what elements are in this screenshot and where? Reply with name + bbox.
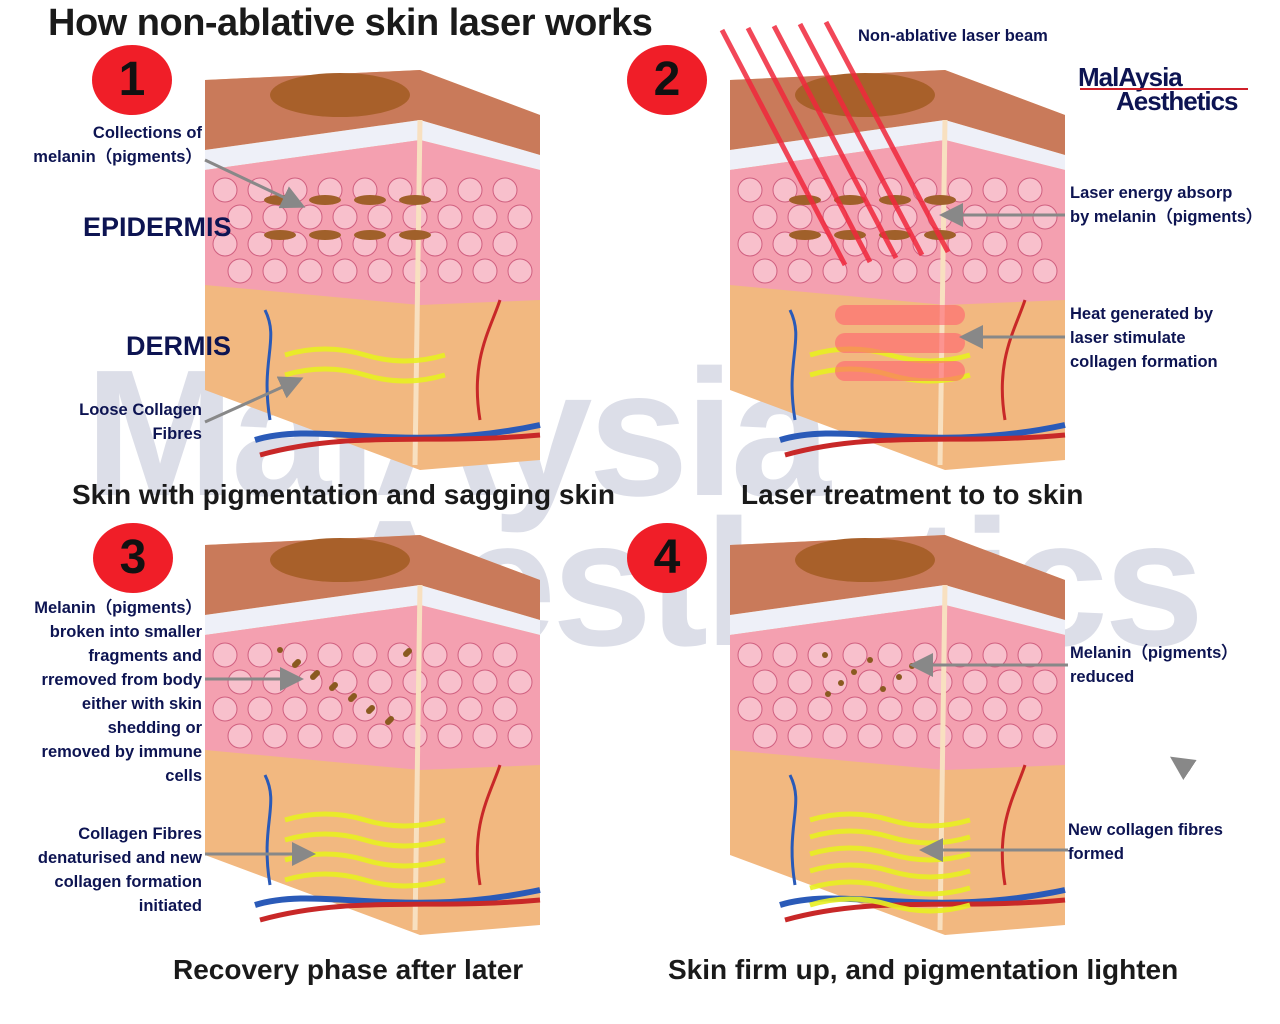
skin-block-panel-3 <box>205 535 541 935</box>
pigment-spot <box>795 538 935 582</box>
caption-panel-1: Skin with pigmentation and sagging skin <box>72 479 615 510</box>
collagen-fibre <box>284 811 446 829</box>
skin-block-panel-1 <box>205 70 541 470</box>
label-melanin-reduced: Melanin（pigments）reduced <box>1070 644 1238 686</box>
step-badge-2: 2 <box>627 45 707 115</box>
page-title: How non-ablative skin laser works <box>48 2 653 44</box>
collagen-fibre <box>809 828 971 846</box>
collagen-fibre <box>284 871 446 889</box>
collagen-fibre <box>284 346 446 364</box>
pigment-spot <box>270 73 410 117</box>
pigment-spot <box>270 538 410 582</box>
step-badge-1: 1 <box>92 45 172 115</box>
collagen-fibre <box>809 879 971 897</box>
laser-beams <box>719 20 951 267</box>
brand-logo: MalAysia Aesthetics <box>1078 62 1253 122</box>
collagen-fibre <box>284 831 446 849</box>
label-dermis: DERMIS <box>126 331 232 361</box>
caption-panel-2: Laser treatment to to skin <box>741 479 1084 510</box>
heat-zone <box>835 333 965 353</box>
label-melanin-broken: Melanin（pigments）broken into smaller fra… <box>34 599 202 785</box>
collagen-fibre <box>284 366 446 384</box>
collagen-fibre <box>809 896 971 914</box>
collagen-fibre <box>809 862 971 880</box>
label-epidermis: EPIDERMIS <box>83 212 232 242</box>
caption-panel-4: Skin firm up, and pigmentation lighten <box>668 954 1179 985</box>
heat-zone <box>835 361 965 381</box>
collagen-fibre <box>809 845 971 863</box>
collagen-fibre <box>809 811 971 829</box>
label-laser-beam: Non-ablative laser beam <box>858 27 1048 45</box>
step-badge-3: 3 <box>93 523 173 593</box>
logo-line1: MalAysia <box>1078 62 1183 92</box>
step-badge-4: 4 <box>627 523 707 593</box>
logo-line2: Aesthetics <box>1116 86 1238 116</box>
caption-panel-3: Recovery phase after later <box>173 954 524 985</box>
heat-zone <box>835 305 965 325</box>
collagen-fibre <box>809 346 971 364</box>
skin-block-panel-4 <box>730 535 1066 935</box>
